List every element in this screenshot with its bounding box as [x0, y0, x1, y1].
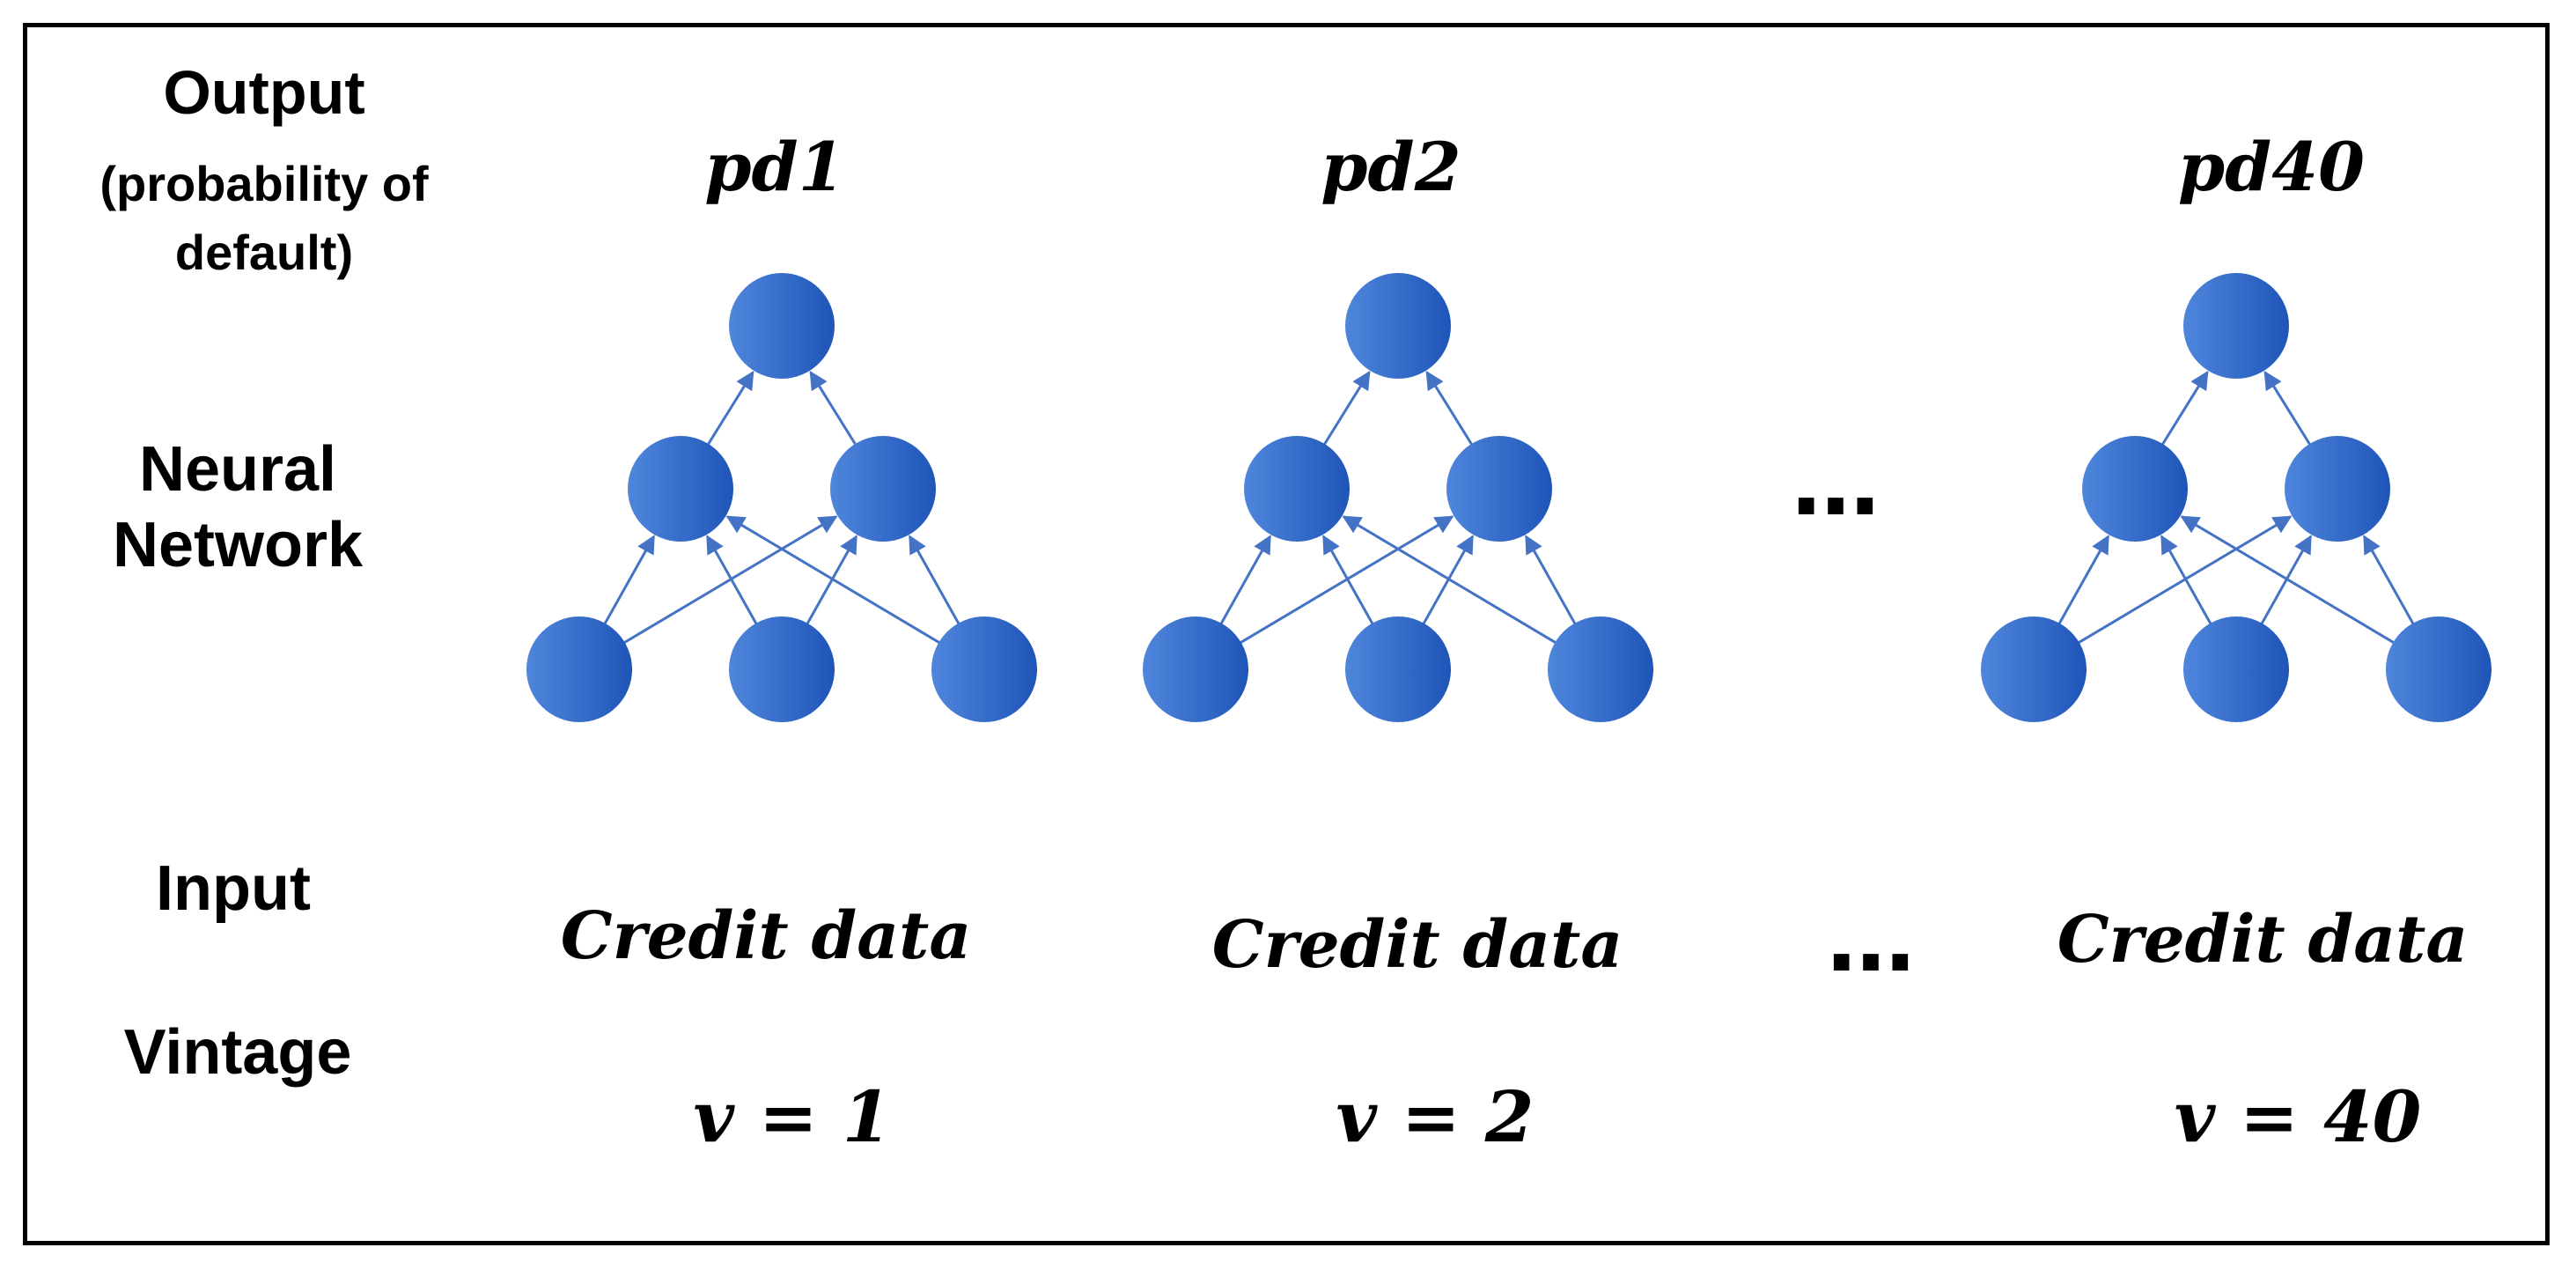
inputs-ellipsis: …: [1827, 889, 1924, 992]
neural-network-row-label: Neural Network: [112, 434, 364, 580]
output-row-sublabel: (probability of default): [99, 156, 429, 280]
network-2-input-label: Credit data: [1211, 907, 1623, 983]
networks-ellipsis: …: [1792, 432, 1888, 535]
network-40-input-label: Credit data: [2057, 902, 2469, 978]
network-2-output-label: pd2: [1321, 128, 1461, 206]
input-row-label: Input: [156, 853, 311, 924]
vintage-row-label: Vintage: [123, 1017, 352, 1088]
network-2-vintage-label: v = 2: [1336, 1075, 1535, 1158]
network-1-input-label: Credit data: [560, 898, 972, 974]
network-40-vintage-label: v = 40: [2174, 1075, 2422, 1158]
output-row-label: Output: [163, 58, 365, 127]
network-40-output-label: pd40: [2177, 128, 2366, 206]
network-1-output-label: pd1: [704, 128, 845, 206]
network-1-vintage-label: v = 1: [693, 1075, 892, 1158]
